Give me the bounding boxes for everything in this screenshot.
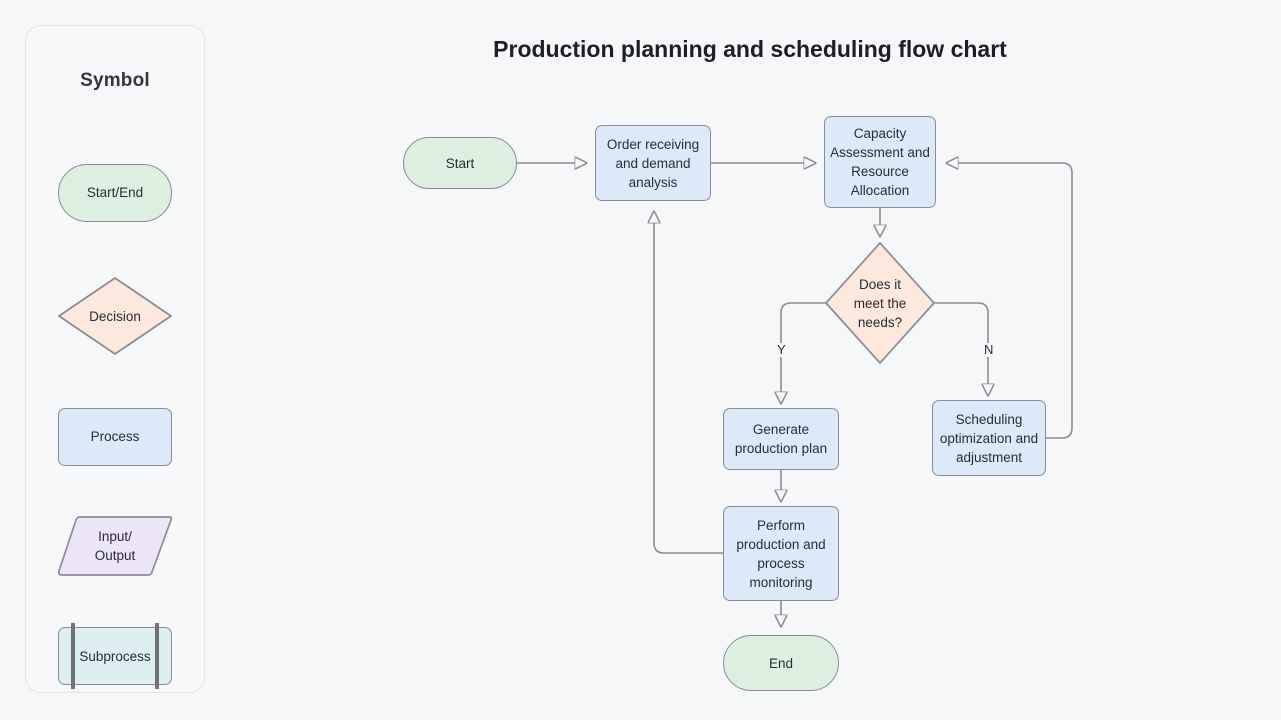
parallelogram-symbol: Input/ Output xyxy=(56,514,174,578)
subprocess-right-bar xyxy=(155,623,159,689)
diamond-symbol: Decision xyxy=(57,276,173,356)
subprocess-box xyxy=(58,627,172,685)
edge-label-no: N xyxy=(982,342,996,357)
node-start-label: Start xyxy=(445,155,475,171)
legend-label-input-output: Input/ Output xyxy=(56,514,174,578)
legend-item-input-output[interactable]: Input/ Output xyxy=(26,514,204,578)
terminator-symbol: Start/End xyxy=(58,164,172,222)
legend-label-input: Input/ xyxy=(98,529,132,544)
subprocess-symbol: Subprocess xyxy=(58,623,172,689)
node-scheduling-line1: Scheduling xyxy=(955,411,1023,427)
node-perform-line1: Perform xyxy=(756,517,805,533)
rectangle-symbol: Process xyxy=(58,408,172,466)
node-scheduling-line2: optimization and xyxy=(939,430,1039,446)
node-perform-line3: process xyxy=(757,555,805,571)
edge-perform-to-order xyxy=(654,212,723,554)
node-scheduling-optimization[interactable]: Scheduling optimization and adjustment xyxy=(932,400,1046,476)
node-capacity-line4: Allocation xyxy=(850,183,910,198)
legend-heading: Symbol xyxy=(80,70,150,91)
node-scheduling-line3: adjustment xyxy=(955,449,1023,465)
page-title: Production planning and scheduling flow … xyxy=(493,36,1007,62)
decision-diamond-shape xyxy=(825,242,935,364)
node-end-label: End xyxy=(768,655,794,671)
legend-item-decision[interactable]: Decision xyxy=(26,276,204,356)
node-capacity-line2: Assessment and xyxy=(830,145,930,160)
node-end[interactable]: End xyxy=(723,635,839,691)
node-decision-meets-needs[interactable]: Does it meet the needs? xyxy=(824,241,936,365)
node-generate-line1: Generate xyxy=(752,422,810,437)
node-order-line2: and demand xyxy=(615,155,691,171)
legend-label-process: Process xyxy=(90,429,140,444)
edge-scheduling-to-capacity xyxy=(947,163,1073,439)
node-perform-line4: monitoring xyxy=(749,574,813,590)
legend-panel: Symbol Start/End Decision Process Input/ xyxy=(25,25,205,693)
edge-decision-yes-to-generate xyxy=(781,302,826,403)
node-perform-production[interactable]: Perform production and process monitorin… xyxy=(723,506,839,601)
legend-item-subprocess[interactable]: Subprocess xyxy=(26,623,204,691)
node-capacity-line3: Resource xyxy=(851,164,909,179)
legend-item-start-end[interactable]: Start/End xyxy=(26,164,204,228)
node-start[interactable]: Start xyxy=(403,137,517,189)
subprocess-left-bar xyxy=(71,623,75,689)
node-perform-line2: production and xyxy=(736,536,826,552)
node-generate-production-plan[interactable]: Generate production plan xyxy=(723,408,839,470)
node-order-line3: analysis xyxy=(628,174,678,190)
legend-label-output: Output xyxy=(94,548,136,563)
node-order-receiving[interactable]: Order receiving and demand analysis xyxy=(595,125,711,201)
edge-decision-no-to-scheduling xyxy=(934,302,988,395)
edge-label-yes: Y xyxy=(775,342,788,357)
legend-label-decision: Decision xyxy=(89,308,141,324)
node-capacity-assessment[interactable]: Capacity Assessment and Resource Allocat… xyxy=(824,116,936,208)
node-order-line1: Order receiving xyxy=(606,136,700,152)
node-generate-line2: production plan xyxy=(734,441,828,456)
legend-label-subprocess: Subprocess xyxy=(79,648,151,664)
legend-label-start-end: Start/End xyxy=(86,185,144,200)
node-capacity-line1: Capacity xyxy=(853,126,907,141)
legend-item-process[interactable]: Process xyxy=(26,408,204,472)
